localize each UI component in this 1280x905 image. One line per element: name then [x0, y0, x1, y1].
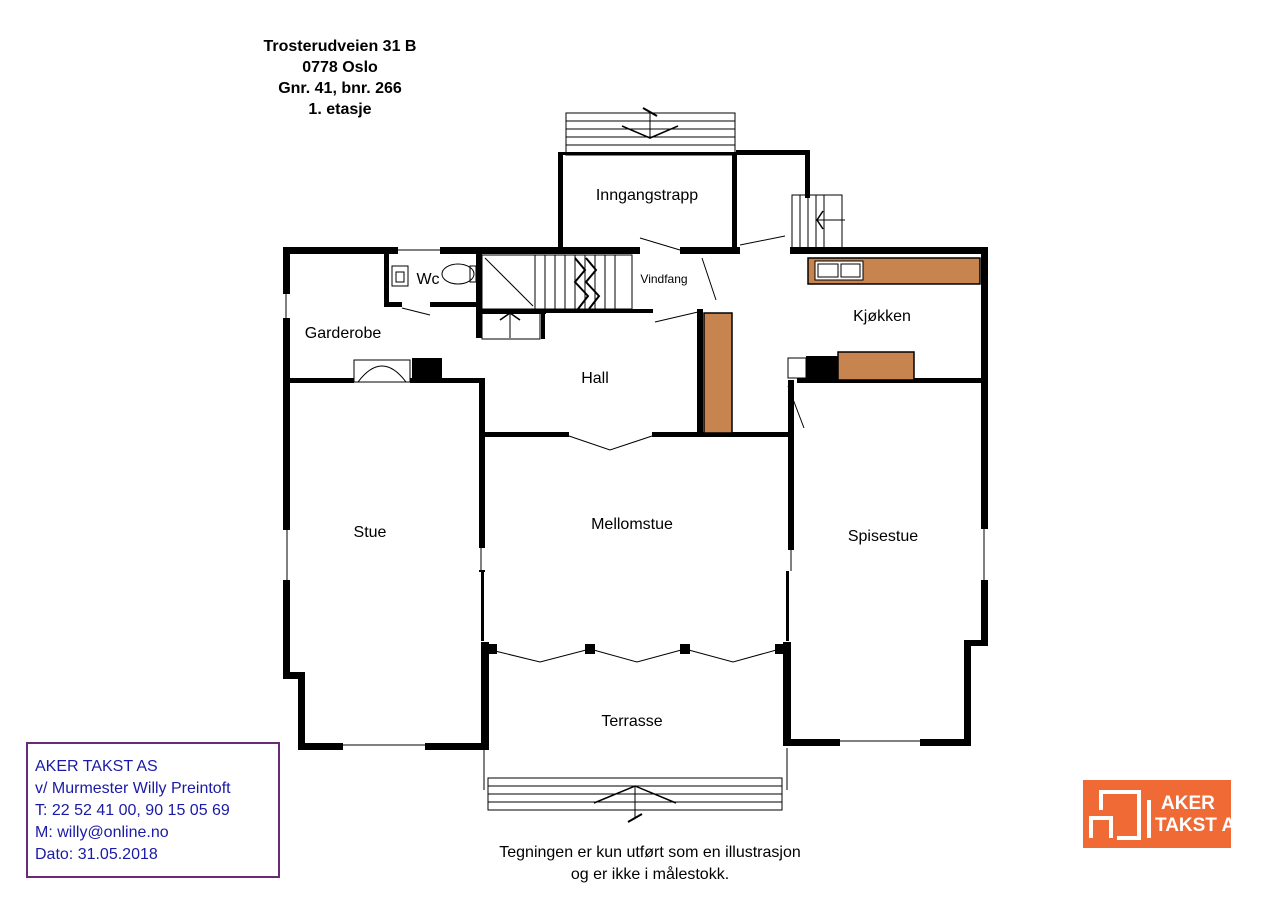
entrance-stairs-top	[565, 107, 736, 156]
room-label-mellomstue: Mellomstue	[591, 516, 673, 533]
logo-text-line-1: AKER	[1161, 793, 1215, 814]
kitchen-cabinets	[703, 257, 981, 434]
note-line-2: og er ikke i målestokk.	[570, 866, 730, 883]
room-label-garderobe: Garderobe	[305, 325, 382, 342]
room-label-kjokken: Kjøkken	[853, 308, 911, 325]
terrace-stairs	[483, 748, 788, 823]
contact-email: M: willy@online.no	[35, 824, 169, 841]
inngangstrapp-room	[558, 150, 810, 248]
contact-box: AKER TAKST AS v/ Murmester Willy Preinto…	[26, 742, 280, 878]
room-label-hall: Hall	[581, 370, 609, 387]
property-header: Trosterudveien 31 B 0778 Oslo Gnr. 41, b…	[200, 36, 480, 120]
room-label-stue: Stue	[354, 524, 387, 541]
logo-mark-icon	[1089, 790, 1151, 840]
wc-fixtures	[391, 263, 477, 287]
contact-person: v/ Murmester Willy Preintoft	[35, 780, 231, 797]
contact-phone: T: 22 52 41 00, 90 15 05 69	[35, 802, 230, 819]
postal-code: 0778 Oslo	[302, 59, 378, 76]
room-label-wc: Wc	[416, 271, 439, 288]
windows	[285, 249, 985, 746]
room-label-spisestue: Spisestue	[848, 528, 918, 545]
room-label-vindfang: Vindfang	[640, 272, 687, 286]
room-label-inngangstrapp: Inngangstrapp	[596, 187, 698, 204]
floor-label: 1. etasje	[308, 101, 372, 118]
room-label-terrasse: Terrasse	[601, 713, 662, 730]
logo-text-line-2: TAKST AS	[1155, 815, 1248, 836]
disclaimer-note: Tegningen er kun utført som en illustras…	[400, 842, 900, 886]
side-stairs	[791, 194, 845, 251]
note-line-1: Tegningen er kun utført som en illustras…	[499, 844, 801, 861]
company-logo: AKER TAKST AS	[1083, 780, 1248, 848]
hall-staircase	[481, 254, 633, 340]
doors	[401, 235, 807, 663]
address: Trosterudveien 31 B	[263, 38, 417, 55]
cadastral-number: Gnr. 41, bnr. 266	[278, 80, 402, 97]
contact-company: AKER TAKST AS	[35, 758, 158, 775]
contact-date: Dato: 31.05.2018	[35, 846, 158, 863]
wardrobe	[353, 359, 411, 383]
